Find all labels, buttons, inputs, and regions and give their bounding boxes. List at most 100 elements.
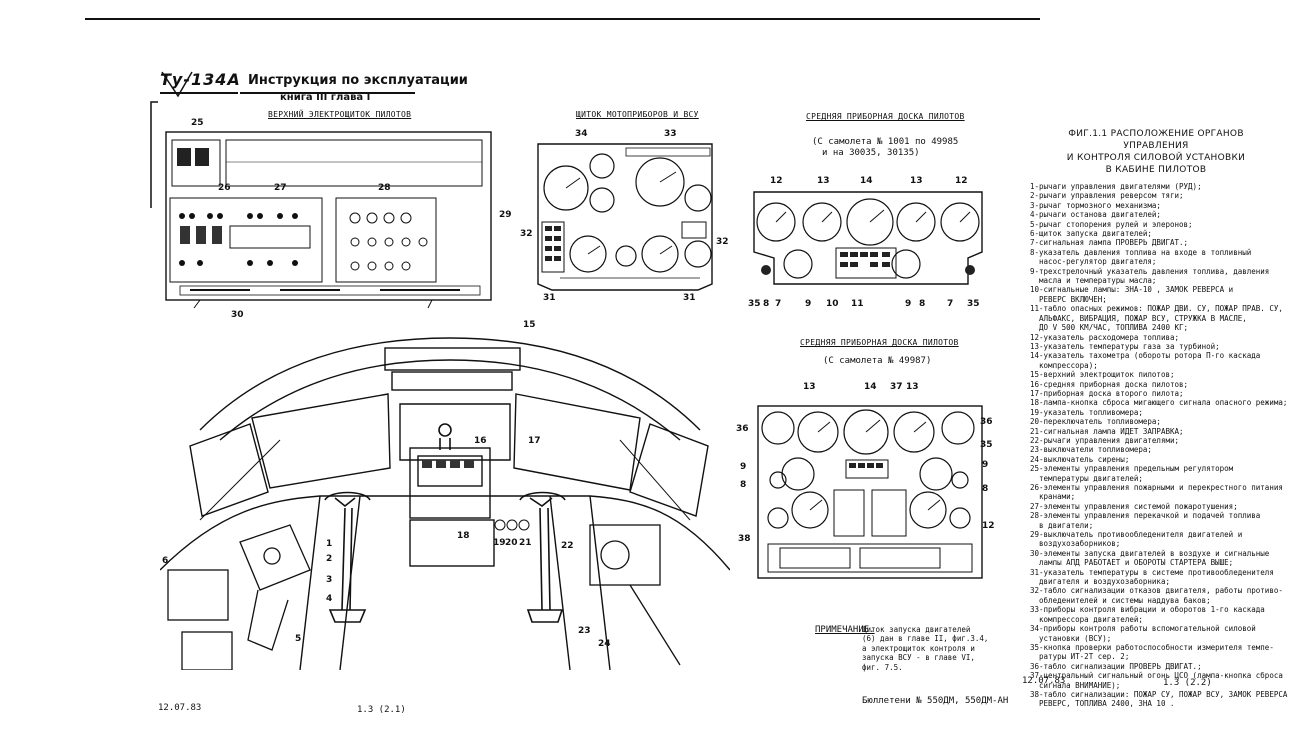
legend-item: 24-выключатель сирены; [1030,454,1130,464]
middle-panel-2-title: СРЕДНЯЯ ПРИБОРНАЯ ДОСКА ПИЛОТОВ [800,338,959,347]
aircraft-type: Ту-134А [160,70,241,89]
callout-8-b: 8 [919,299,926,309]
callout-10: 10 [826,299,839,309]
legend-item: 15-верхний электрощиток пилотов; [1030,370,1175,380]
callout-28: 28 [378,183,391,193]
figure-caption: ФИГ.1.1 РАСПОЛОЖЕНИЕ ОРГАНОВ УПРАВЛЕНИЯ … [1036,128,1276,176]
legend-item: 6-щиток запуска двигателей; [1030,229,1152,239]
callout-13-a: 13 [817,176,830,186]
callout-9-a: 9 [805,299,812,309]
legend-item: 3-рычаг тормозного механизма; [1030,200,1161,210]
middle-panel-1-note2: и на 30035, 30135) [822,148,920,158]
legend-item: обледенителей и системы наддува баков; [1030,595,1211,605]
callout-32-left: 32 [520,229,533,239]
callout-14-b: 14 [864,382,877,392]
callout-13-c: 13 [803,382,816,392]
callout-24: 24 [598,639,611,649]
callout-32-right: 32 [716,237,729,247]
legend-item: воздухозаборников; [1030,539,1121,549]
callout-19: 19 [493,538,506,548]
legend-item: АЛЬФАКС, ВИБРАЦИЯ, ПОЖАР ВСУ, СТРУЖКА В … [1030,313,1247,323]
legend-item: 18-лампа-кнопка сброса мигающего сигнала… [1030,398,1288,408]
callout-21: 21 [519,538,532,548]
legend-item: температуры двигателей; [1030,473,1143,483]
legend-item: 13-указатель температуры газа за турбино… [1030,341,1220,351]
legend-item: 9-трехстрелочный указатель давления топл… [1030,266,1270,276]
legend-item: 23-выключатели топливомера; [1030,445,1152,455]
note-line-4: запуска ВСУ - в главе VI, [862,653,975,663]
footer-page-left: 1.3 (2.1) [357,705,406,715]
legend-item: 38-табло сигнализации: ПОЖАР СУ, ПОЖАР В… [1030,689,1288,699]
legend-item: 33-приборы контроля вибрации и оборотов … [1030,605,1265,615]
callout-9-c: 9 [740,462,747,472]
footer-date-right: 12.07.83 [1022,676,1066,686]
callout-35-b: 35 [967,299,980,309]
legend-item: 35-кнопка проверки работоспособности изм… [1030,642,1274,652]
top-rule [85,18,1040,20]
legend-item: компрессора двигателей; [1030,614,1143,624]
callout-8-c: 8 [740,480,747,490]
legend-item: 26-элементы управления пожарными и перек… [1030,483,1283,492]
note-label: ПРИМЕЧАНИЕ. [815,625,875,635]
legend-item: 21-сигнальная лампа ИДЕТ ЗАПРАВКА; [1030,426,1184,436]
legend-item: 1-рычаги управления двигателями (РУД); [1030,182,1202,191]
callout-9-b: 9 [905,299,912,309]
callout-30: 30 [231,310,244,320]
callout-12-c: 12 [982,521,995,531]
middle-panel-1-title: СРЕДНЯЯ ПРИБОРНАЯ ДОСКА ПИЛОТОВ [806,112,965,121]
note-line-3: а электрощиток контроля и [862,643,975,653]
legend-list: 1-рычаги управления двигателями (РУД);2-… [1030,182,1295,709]
legend-item: 32-табло сигнализации отказов двигателя,… [1030,586,1283,596]
legend-item: 20-переключатель топливомера; [1030,417,1161,427]
legend-item: 31-указатель температуры в системе проти… [1030,567,1274,577]
legend-item: 17-приборная доска второго пилота; [1030,388,1184,398]
callout-37: 37 [890,382,903,392]
legend-item: 34-приборы контроля работы вспомогательн… [1030,624,1256,634]
callout-14-a: 14 [860,176,873,186]
callout-25: 25 [191,118,204,128]
callout-20: 20 [505,538,518,548]
callout-13-b: 13 [910,176,923,186]
legend-item: насос-регулятор двигателя; [1030,257,1157,267]
document-subtitle: книга III глава I [280,92,371,103]
callout-34: 34 [575,129,588,139]
legend-item: 22-рычаги управления двигателями; [1030,435,1180,445]
middle-panel-1-drawing [753,191,983,285]
legend-item: ратуры ИТ-2Т сер. 2; [1030,652,1130,662]
legend-item: ДО V 500 КМ/ЧАС, ТОПЛИВА 2400 КГ; [1030,323,1189,333]
callout-11: 11 [851,299,864,309]
note-line-5: фиг. 7.5. [862,662,903,672]
overhead-panel-drawing [165,131,492,309]
callout-3: 3 [326,575,333,585]
legend-item: 25-элементы управления предельным регуля… [1030,464,1234,474]
legend-item: 4-рычаги останова двигателей; [1030,210,1161,220]
callout-12-b: 12 [955,176,968,186]
logo-wedge [161,71,193,98]
legend-item: 30-элементы запуска двигателей в воздухе… [1030,548,1270,558]
legend-item: сигнала ВНИМАНИЕ); [1030,680,1121,690]
legend-item: 16-средняя приборная доска пилотов; [1030,379,1189,389]
footer-bulletin: Бюллетени № 550ДМ, 550ДМ-АН [862,696,1009,706]
legend-item: компрессора); [1030,360,1098,370]
engine-panel-drawing [537,143,713,291]
note-body: Щиток запуска двигателей (6) дан в главе… [862,625,988,672]
callout-7-a: 7 [775,299,782,309]
callout-38: 38 [738,534,751,544]
legend-item: 27-элементы управления системой пожароту… [1030,501,1238,511]
callout-7-b: 7 [947,299,954,309]
callout-13-d: 13 [906,382,919,392]
legend-item: РЕВЕРС ВКЛЮЧЕН; [1030,294,1107,304]
footer-page-right: 1.3 (2.2) [1163,678,1212,688]
callout-23: 23 [578,626,591,636]
legend-item: 5-рычаг стопорения рулей и элеронов; [1030,219,1193,229]
legend-item: 28-элементы управления перекачкой и пода… [1030,511,1261,521]
title-underline [240,92,415,94]
legend-item: 36-табло сигнализации ПРОВЕРЬ ДВИГАТ.; [1030,661,1202,671]
callout-16: 16 [474,436,487,446]
legend-item: 29-выключатель противообледенителя двига… [1030,530,1243,540]
callout-9-d: 9 [982,460,989,470]
note-line-2: (6) дан в главе II, фиг.3.4, [862,634,989,644]
callout-17: 17 [528,436,541,446]
callout-6: 6 [162,556,169,566]
caption-line-2: И КОНТРОЛЯ СИЛОВОЙ УСТАНОВКИ [1066,153,1246,163]
